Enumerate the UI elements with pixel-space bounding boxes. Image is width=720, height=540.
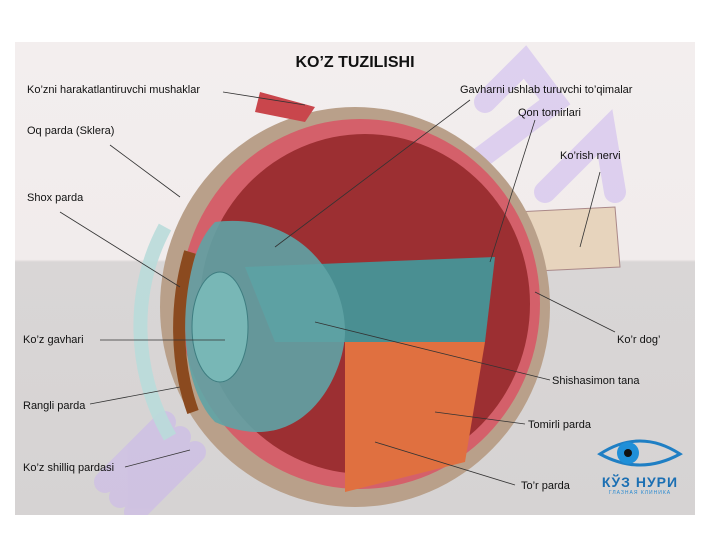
- label-iris: Rangli parda: [23, 400, 86, 412]
- logo-subtitle: ГЛАЗНАЯ КЛИНИКА: [608, 490, 672, 496]
- label-lens: Ko’z gavhari: [23, 334, 84, 346]
- label-conjunctiva: Ko’z shilliq pardasi: [23, 462, 115, 474]
- label-vessels: Qon tomirlari: [518, 107, 581, 119]
- logo-name: КЎЗ НУРИ: [601, 474, 679, 490]
- label-retina: To’r parda: [521, 480, 570, 492]
- label-optic-nerve: Ko’rish nervi: [560, 150, 621, 162]
- diagram-title: KO’Z TUZILISHI: [295, 54, 415, 71]
- eye-diagram: KO’Z TUZILISHI Ko’zni harakatlantiruvchi…: [15, 42, 695, 515]
- label-cornea: Shox parda: [27, 192, 84, 204]
- label-blind-spot: Ko’r dog’: [617, 334, 661, 346]
- eye-illustration: [59, 45, 626, 515]
- eye-logo-icon: [597, 439, 683, 467]
- label-sclera: Oq parda (Sklera): [27, 125, 115, 137]
- label-vitreous: Shishasimon tana: [552, 375, 640, 387]
- label-zonules: Gavharni ushlab turuvchi to’qimalar: [460, 84, 633, 96]
- label-choroid: Tomirli parda: [528, 419, 591, 431]
- clinic-logo: КЎЗ НУРИ ГЛАЗНАЯ КЛИНИКА: [590, 432, 690, 496]
- label-muscles: Ko’zni harakatlantiruvchi mushaklar: [27, 84, 201, 96]
